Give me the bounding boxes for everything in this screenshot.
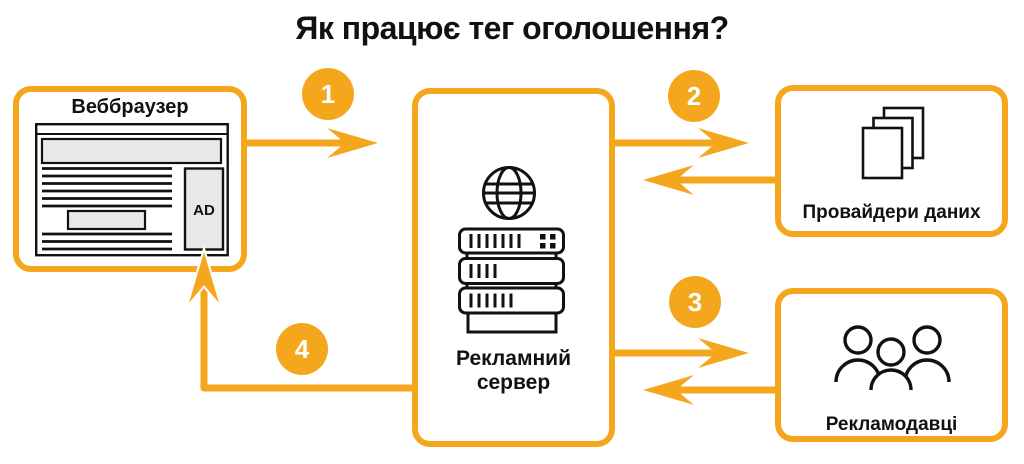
web-browser-label: Веббраузер	[71, 96, 189, 118]
ad-server-label-line1: Рекламний	[456, 347, 571, 370]
browser-wireframe-icon: AD	[35, 123, 229, 257]
arrow-step-3-response	[643, 375, 777, 405]
ad-server-icon	[458, 166, 565, 334]
arrow-step-1	[245, 128, 378, 158]
arrow-step-2-request	[613, 128, 749, 158]
data-providers-label: Провайдери даних	[802, 202, 981, 223]
step-badge-4: 4	[276, 323, 328, 375]
node-web-browser: Веббраузер AD	[13, 86, 247, 272]
server-rack-icon	[458, 227, 565, 334]
people-icon	[834, 325, 951, 391]
step-badge-1: 1	[302, 68, 354, 120]
ad-server-label-line2: сервер	[476, 371, 551, 394]
ad-slot-label: AD	[193, 202, 215, 219]
advertisers-label: Рекламодавці	[825, 414, 958, 435]
text-lines	[42, 167, 172, 208]
text-lines-bottom	[42, 232, 172, 251]
node-data-providers: Провайдери даних	[775, 85, 1008, 237]
step-badge-2: 2	[668, 70, 720, 122]
arrow-step-3-request	[613, 338, 749, 368]
page-title: Як працює тег оголошення?	[295, 10, 729, 46]
step-badge-3: 3	[669, 276, 721, 328]
arrow-step-2-response	[643, 165, 777, 195]
node-ad-server: Рекламний сервер	[412, 88, 615, 447]
node-advertisers: Рекламодавці	[775, 288, 1008, 442]
ad-server-label: Рекламний сервер	[418, 347, 609, 395]
documents-icon	[861, 106, 925, 180]
ad-slot	[183, 167, 225, 251]
globe-icon	[482, 166, 536, 220]
